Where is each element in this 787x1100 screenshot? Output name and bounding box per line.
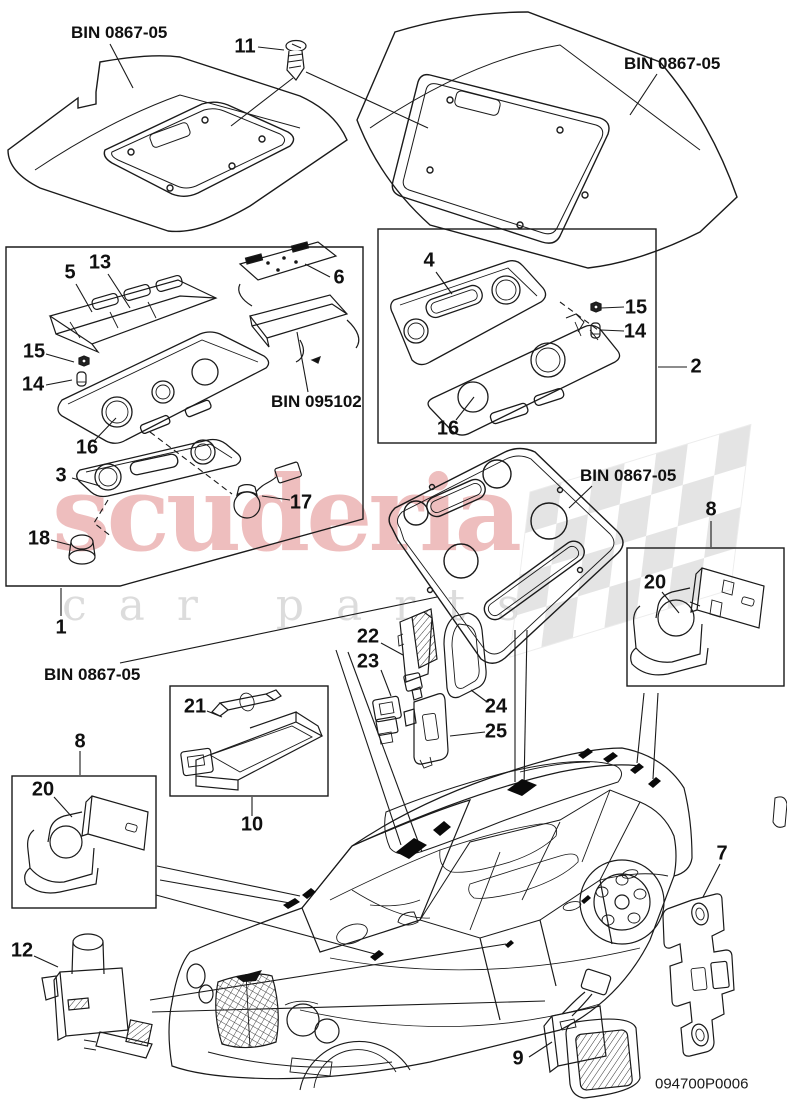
- nut-item-15-right: [590, 301, 602, 313]
- callout-10: 10: [240, 813, 264, 836]
- frame-box-10: [169, 685, 329, 797]
- lamp-housing-item-20-left: [24, 795, 149, 894]
- callout-14-left: 14: [21, 373, 45, 396]
- callout-bin-0867-05-top-right: BIN 0867-05: [624, 54, 721, 73]
- callout-17: 17: [289, 491, 313, 514]
- console-frame-item-16-left: [57, 331, 270, 444]
- frame-box-8-left: [11, 775, 157, 909]
- vanity-lamp-item-22: [397, 608, 438, 692]
- screw-item-11: [285, 39, 307, 81]
- watermark-checkered-flag: [509, 423, 752, 658]
- bracket-item-7: [662, 893, 735, 1057]
- callout-21: 21: [183, 695, 207, 718]
- frame-box-1: [5, 246, 364, 587]
- callout-18: 18: [27, 527, 51, 550]
- callout-bin-095102: BIN 095102: [271, 392, 362, 411]
- console-frame-item-2: [427, 313, 621, 436]
- callout-bin-0867-05-top-left: BIN 0867-05: [71, 23, 168, 42]
- callout-24: 24: [484, 695, 508, 718]
- callout-20-right: 20: [643, 571, 667, 594]
- switch-item-23: [372, 695, 402, 745]
- callout-6: 6: [333, 266, 345, 289]
- lamp-item-9: [543, 968, 641, 1099]
- lamp-socket-item-17: [233, 461, 302, 519]
- amplifier-bin-095102: [238, 283, 360, 364]
- console-face-panel-middle: [388, 447, 624, 664]
- callout-2: 2: [690, 355, 702, 378]
- callout-13: 13: [88, 251, 112, 274]
- callout-5: 5: [64, 261, 76, 284]
- callout-20-left: 20: [31, 778, 55, 801]
- callout-15-right: 15: [624, 296, 648, 319]
- mount-location-patches: [283, 748, 661, 961]
- callout-12: 12: [10, 939, 34, 962]
- leader-lines: [33, 43, 721, 1058]
- headliner-panel-top-right: [356, 11, 738, 269]
- callout-15-left: 15: [22, 340, 46, 363]
- lamp-housing-item-10: [180, 711, 324, 791]
- circuit-board-item-6: [238, 241, 338, 281]
- bulb-item-14-right: [590, 322, 601, 339]
- callout-bin-0867-05-bottom-left: BIN 0867-05: [44, 665, 141, 684]
- callout-16-left: 16: [75, 436, 99, 459]
- festoon-bulb-item-21: [211, 689, 282, 717]
- car-illustration: [168, 747, 787, 1091]
- lens-strip-item-3: [76, 438, 242, 498]
- bezel-item-24: [443, 612, 487, 699]
- callout-8-right: 8: [705, 498, 717, 521]
- callout-11: 11: [234, 35, 256, 58]
- callout-16-right: 16: [436, 417, 460, 440]
- lamp-housing-item-20-right: [630, 567, 765, 676]
- headliner-panel-top-left: [7, 55, 348, 233]
- callout-9: 9: [512, 1047, 524, 1070]
- callout-bin-0867-05-middle: BIN 0867-05: [580, 466, 677, 485]
- callout-14-right: 14: [623, 320, 647, 343]
- frame-box-8-right: [626, 547, 785, 687]
- switch-carrier-item-5: [48, 274, 218, 354]
- callout-7: 7: [716, 842, 728, 865]
- callout-3: 3: [55, 464, 67, 487]
- callout-23: 23: [356, 650, 380, 673]
- callout-22: 22: [356, 625, 380, 648]
- callout-4: 4: [423, 249, 435, 272]
- drawing-number: 094700P0006: [655, 1075, 749, 1093]
- grommet-item-18: [68, 534, 96, 565]
- console-panel-item-4: [390, 260, 547, 366]
- frame-box-2: [377, 228, 657, 444]
- callout-1: 1: [55, 616, 67, 639]
- bulb-item-14-left: [76, 371, 87, 387]
- callout-25: 25: [484, 720, 508, 743]
- nut-item-15-left: [78, 355, 90, 367]
- callout-8-left: 8: [74, 730, 86, 753]
- watermark-brand: scuderia: [52, 452, 522, 575]
- sensor-item-12: [41, 933, 153, 1059]
- bracket-item-25: [403, 686, 449, 769]
